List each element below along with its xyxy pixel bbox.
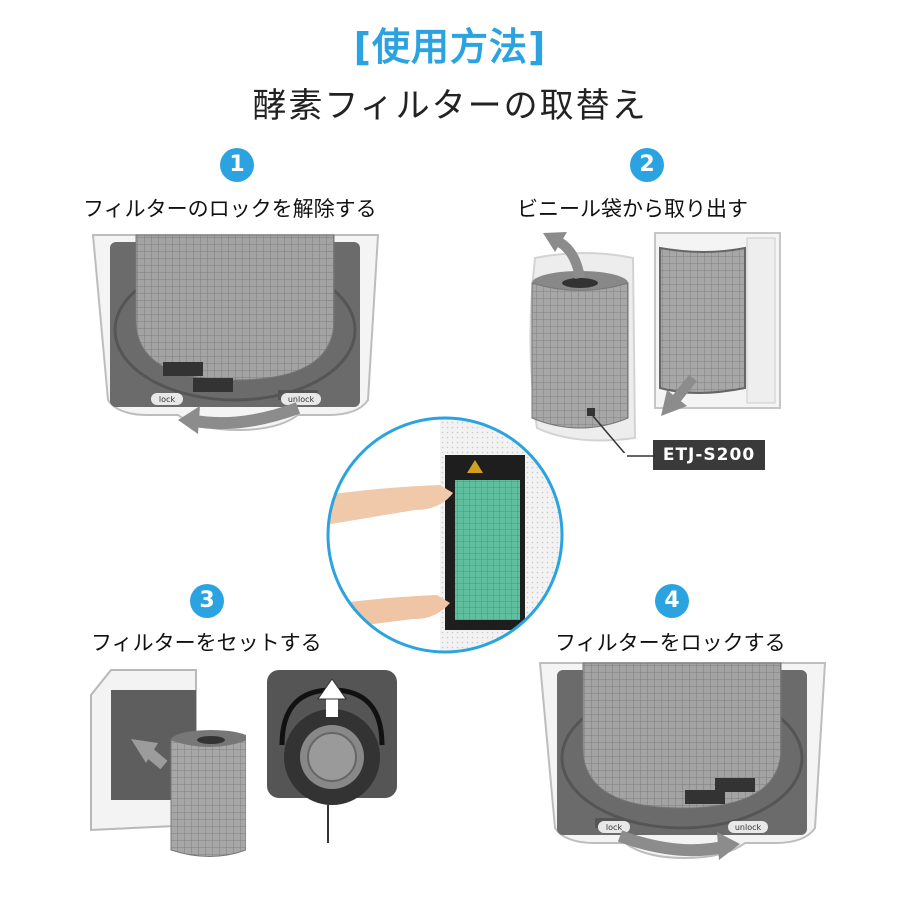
step-3-closeup-illustration — [267, 670, 397, 843]
step-2-label: ビニール袋から取り出す — [517, 197, 748, 221]
up-arrow-icon — [317, 678, 347, 717]
step-3-label: フィルターをセットする — [91, 631, 322, 655]
step-1-lock-text: lock — [159, 395, 176, 404]
step-2-illustration — [529, 232, 781, 453]
center-photo — [326, 416, 564, 654]
step-2-badge: 2 — [630, 148, 664, 182]
step-4-illustration: lock unlock — [538, 662, 827, 860]
rotate-arrow-icon — [178, 402, 301, 434]
step-3-cabinet-illustration — [90, 669, 246, 857]
step-4-lock-text: lock — [606, 823, 623, 832]
page-title: [使用方法] — [353, 25, 547, 69]
step-4-label: フィルターをロックする — [555, 631, 786, 655]
rotate-arrow-icon — [617, 830, 740, 860]
push-arrow-icon — [661, 374, 697, 416]
step-4-unlock-text: unlock — [735, 823, 762, 832]
step-1-label: フィルターのロックを解除する — [83, 197, 377, 221]
step-1-badge: 1 — [220, 148, 254, 182]
insert-arrow-icon — [131, 739, 168, 770]
step-1-illustration: lock unlock — [91, 234, 380, 434]
pull-arrow-icon — [543, 232, 585, 279]
step-3-badge: 3 — [190, 584, 224, 618]
step-4-badge: 4 — [655, 584, 689, 618]
model-tag: ETJ-S200 — [653, 440, 765, 470]
page-subtitle: 酵素フィルターの取替え — [252, 86, 648, 126]
step-1-unlock-text: unlock — [288, 395, 315, 404]
model-tag-leader — [627, 455, 657, 457]
